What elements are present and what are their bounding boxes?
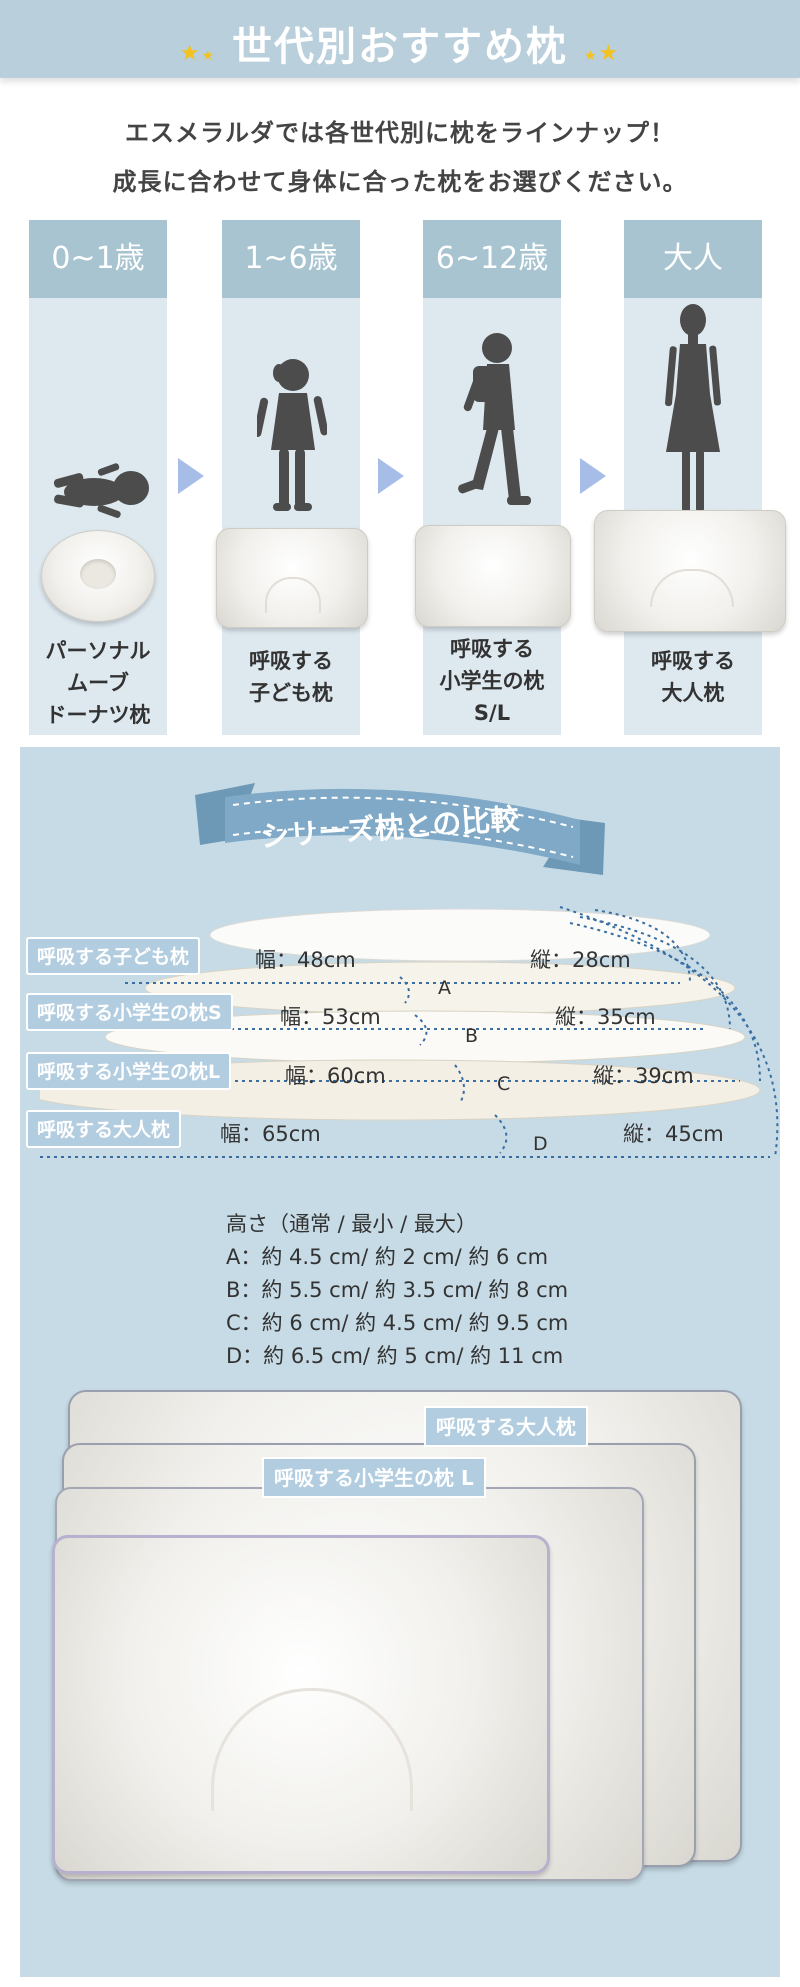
height-row: C：約 6 cm/ 約 4.5 cm/ 約 9.5 cm xyxy=(226,1311,569,1335)
star-icon: ★ xyxy=(201,48,217,64)
height-letter: A xyxy=(438,977,451,999)
age-column-student: 6~12歳 呼吸する 小学生の枕 S/L xyxy=(415,220,571,735)
baby-silhouette-icon xyxy=(53,463,149,518)
heights-title: 高さ（通常 / 最小 / 最大） xyxy=(226,1212,477,1236)
star-icon: ★ xyxy=(598,41,621,66)
arrow-right-icon xyxy=(178,458,204,494)
series-tag: 呼吸する大人枕 xyxy=(26,1110,182,1148)
student-silhouette-icon xyxy=(458,333,531,505)
depth-value: 縦：39cm xyxy=(593,1064,694,1088)
arrow-right-icon xyxy=(378,458,404,494)
width-value: 幅：48cm xyxy=(255,948,356,972)
width-value: 幅：60cm xyxy=(285,1064,386,1088)
age-column-child: 1~6歳 呼吸する 子ども枕 xyxy=(216,220,368,735)
series-tag: 呼吸する子ども枕 xyxy=(26,937,201,975)
height-letter: C xyxy=(497,1073,511,1095)
age-label: 0~1歳 xyxy=(29,220,167,298)
section-title: ★★ 世代別おすすめ枕 ★★ xyxy=(0,14,800,72)
height-row: D：約 6.5 cm/ 約 5 cm/ 約 11 cm xyxy=(226,1344,564,1368)
age-label: 1~6歳 xyxy=(222,220,360,298)
width-value: 幅：65cm xyxy=(220,1122,321,1146)
depth-value: 縦：45cm xyxy=(623,1122,724,1146)
star-icon: ★ xyxy=(583,48,599,64)
age-label: 6~12歳 xyxy=(423,220,561,298)
product-name: 呼吸する 小学生の枕 S/L xyxy=(439,637,545,725)
heights-list: 高さ（通常 / 最小 / 最大） A：約 4.5 cm/ 約 2 cm/ 約 6… xyxy=(226,1208,568,1373)
child-pillow-top-image xyxy=(52,1535,550,1874)
height-row: A：約 4.5 cm/ 約 2 cm/ 約 6 cm xyxy=(226,1245,549,1269)
student-l-pillow-tag: 呼吸する小学生の枕 L xyxy=(262,1457,486,1498)
ribbon-banner: シリーズ枕との比較 xyxy=(195,783,605,875)
donut-pillow-image xyxy=(41,530,155,622)
child-silhouette-icon xyxy=(257,359,327,511)
adult-pillow-tag: 呼吸する大人枕 xyxy=(424,1406,588,1447)
height-letter: B xyxy=(465,1025,479,1047)
section-title-text: 世代別おすすめ枕 xyxy=(232,24,568,70)
star-icon: ★ xyxy=(179,41,202,66)
student-pillow-image xyxy=(415,525,571,627)
depth-value: 縦：35cm xyxy=(555,1005,656,1029)
age-label: 大人 xyxy=(624,220,762,298)
intro-line-1: エスメラルダでは各世代別に枕をラインナップ！ xyxy=(125,119,675,147)
adult-pillow-image xyxy=(594,510,786,632)
product-name: 呼吸する 大人枕 xyxy=(651,649,735,705)
age-column-infant: 0~1歳 パーソナル ムーブ ドーナツ枕 xyxy=(29,220,167,735)
section-header: ★★ 世代別おすすめ枕 ★★ xyxy=(0,0,800,78)
product-name: 呼吸する 子ども枕 xyxy=(249,649,333,705)
series-tag: 呼吸する小学生の枕L xyxy=(26,1052,232,1090)
series-tag: 呼吸する小学生の枕S xyxy=(26,993,233,1031)
intro-line-2: 成長に合わせて身体に合った枕をお選びください。 xyxy=(112,168,688,196)
age-column-adult: 大人 呼吸する 大人枕 xyxy=(594,220,786,735)
arrow-right-icon xyxy=(580,458,606,494)
depth-value: 縦：28cm xyxy=(530,948,631,972)
product-name: パーソナル ムーブ ドーナツ枕 xyxy=(45,639,151,727)
height-letter: D xyxy=(533,1133,548,1155)
pillow-stack-diagram xyxy=(40,906,779,1158)
child-pillow-image xyxy=(216,528,368,628)
adult-silhouette-icon xyxy=(665,304,721,512)
height-row: B：約 5.5 cm/ 約 3.5 cm/ 約 8 cm xyxy=(226,1278,569,1302)
width-value: 幅：53cm xyxy=(280,1005,381,1029)
